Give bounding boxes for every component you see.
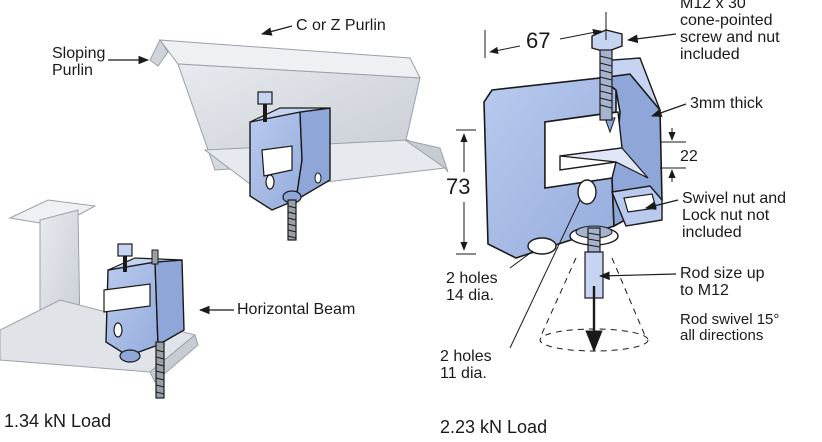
label-sloping-purlin: Sloping Purlin	[52, 45, 106, 79]
purlin-clamp-hole	[314, 172, 322, 184]
purlin-clamp-hole	[265, 174, 275, 190]
clamp-hole-11	[577, 179, 597, 205]
ibeam-rod-nut	[119, 349, 141, 363]
label-horizontal-beam: Horizontal Beam	[237, 301, 356, 318]
clamp-screw-head	[591, 29, 623, 53]
dimension-67	[484, 12, 607, 58]
label-holes-11: 2 holes 11 dia.	[440, 348, 492, 382]
label-right-load: 2.23 kN Load	[440, 417, 548, 437]
label-screw-note: M12 x 30 cone-pointed screw and nut incl…	[680, 0, 780, 63]
purlin-illustration	[149, 39, 449, 241]
ibeam-clamp-side	[154, 259, 185, 347]
purlin-lip	[149, 39, 169, 67]
leader-holes-11	[509, 199, 581, 349]
label-rod-size: Rod size up to M12	[680, 265, 765, 299]
leader-holes-14	[509, 250, 534, 269]
label-thickness: 3mm thick	[690, 95, 763, 112]
clamp-jaw	[544, 111, 623, 189]
label-holes-14: 2 holes 14 dia.	[446, 270, 498, 304]
leader-thickness	[650, 103, 687, 117]
ibeam-clamp-hole	[113, 322, 123, 338]
label-rod-swivel: Rod swivel 15° all directions	[680, 311, 780, 344]
leader-rod-size	[598, 271, 677, 281]
purlin-clamp-slot	[261, 145, 293, 177]
ibeam-screw-nut	[117, 243, 133, 257]
swivel-cone	[539, 328, 649, 352]
clamp-detail	[483, 29, 663, 353]
purlin-bottom-lip	[404, 139, 449, 173]
purlin-screw-nut	[257, 91, 273, 105]
leader-screw	[626, 33, 677, 44]
clamp-hole-14	[527, 237, 557, 255]
ibeam-clamp-slot	[103, 283, 151, 313]
label-dim-width: 67	[526, 28, 551, 53]
leader-c-z-purlin	[260, 25, 293, 36]
ibeam-illustration	[0, 199, 199, 399]
label-dim-throat: 22	[680, 148, 698, 165]
label-c-or-z-purlin: C or Z Purlin	[296, 17, 386, 34]
dimension-22	[660, 128, 686, 182]
dimension-73	[456, 129, 476, 255]
ibeam-threaded-rod	[155, 341, 165, 399]
label-dim-height: 73	[446, 174, 471, 199]
label-left-load: 1.34 kN Load	[4, 411, 112, 431]
leader-swivel-nut	[644, 199, 679, 210]
purlin-clamp-side	[295, 107, 331, 202]
label-swivel-note: Swivel nut and Lock nut not included	[682, 190, 787, 241]
